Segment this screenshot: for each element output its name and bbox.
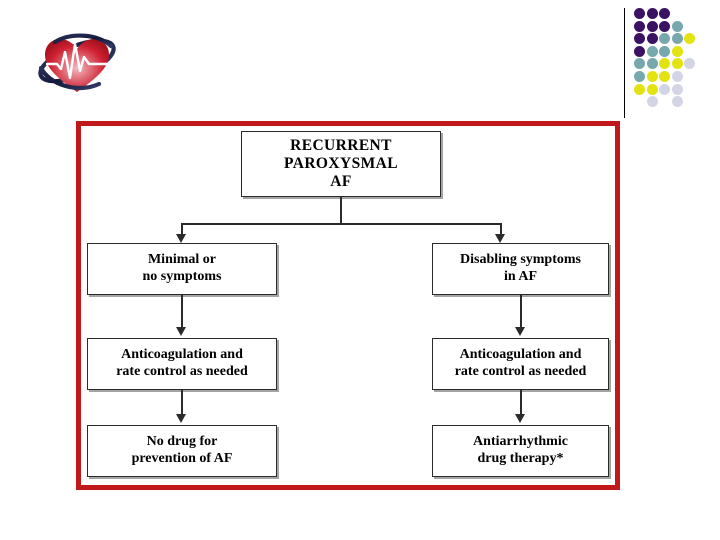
dot-lavender-r4-c4 xyxy=(684,58,696,70)
box-right-2-line2: rate control as needed xyxy=(454,364,587,379)
box-left-1-line2: no symptoms xyxy=(142,269,222,284)
dot-purple-r3-c0 xyxy=(634,45,645,57)
dot-teal-r2-c3 xyxy=(671,33,683,45)
dot-purple-r2-c1 xyxy=(646,33,658,45)
heart-shape xyxy=(45,39,109,92)
dot-teal-r1-c3 xyxy=(671,20,683,32)
dot-yellow-r3-c3 xyxy=(671,45,683,57)
box-root-line2: PAROXYSMAL xyxy=(284,154,398,172)
dot-matrix-decoration xyxy=(634,8,714,120)
arrowhead-to-right-2 xyxy=(515,327,525,336)
dot-lavender-r5-c3 xyxy=(671,71,683,82)
arrowhead-to-left-3 xyxy=(176,414,186,423)
arrowhead-to-right-3 xyxy=(515,414,525,423)
dot-teal-r3-c1 xyxy=(646,45,658,57)
heart-ecg-logo-svg xyxy=(38,33,116,92)
dot-lavender-r6-c2 xyxy=(659,83,671,95)
figure-red-frame: RECURRENT PAROXYSMAL AF Minimal or no sy… xyxy=(76,121,620,490)
box-left-2-line1: Anticoagulation and xyxy=(121,347,243,363)
dot-lavender-r7-c1 xyxy=(646,96,658,108)
box-right-3-line2: drug therapy* xyxy=(477,451,564,466)
connector-right-1-to-2 xyxy=(520,295,522,327)
dot-teal-r4-c1 xyxy=(646,58,658,70)
box-left-1-line1: Minimal or xyxy=(147,252,217,268)
connector-split-bar xyxy=(181,223,501,225)
dot-purple-r1-c1 xyxy=(646,20,658,32)
dot-purple-r0-c2 xyxy=(659,8,671,19)
box-right-3-line1: Antiarrhythmic xyxy=(473,434,568,450)
box-left-3-line2: prevention of AF xyxy=(131,451,233,466)
dot-teal-r2-c2 xyxy=(659,33,671,45)
dot-yellow-r2-c4 xyxy=(684,33,696,45)
dot-yellow-r4-c2 xyxy=(659,58,671,70)
dot-purple-r2-c0 xyxy=(634,33,645,45)
box-root-line3: AF xyxy=(330,173,352,191)
connector-right-2-to-3 xyxy=(520,390,522,414)
dot-lavender-r7-c3 xyxy=(671,96,683,108)
dot-yellow-r4-c3 xyxy=(671,58,683,70)
flowchart-box-left-1: Minimal or no symptoms xyxy=(87,243,277,295)
dot-yellow-r5-c2 xyxy=(659,71,671,82)
connector-drop-left xyxy=(181,223,183,235)
connector-root-stem xyxy=(340,197,342,224)
flowchart-box-left-2: Anticoagulation and rate control as need… xyxy=(87,338,277,390)
box-root-line1: RECURRENT xyxy=(290,136,392,154)
arrowhead-to-left-1 xyxy=(176,234,186,243)
box-right-1-line2: in AF xyxy=(503,269,538,284)
dot-purple-r0-c1 xyxy=(646,8,658,19)
dot-purple-r0-c0 xyxy=(634,8,645,19)
flowchart-box-left-3: No drug for prevention of AF xyxy=(87,425,277,477)
arrowhead-to-right-1 xyxy=(495,234,505,243)
dot-yellow-r5-c1 xyxy=(646,71,658,82)
orbital-ring-front xyxy=(38,33,114,90)
ecg-pulse-line xyxy=(45,42,109,80)
flowchart-box-right-3: Antiarrhythmic drug therapy* xyxy=(432,425,609,477)
box-right-2-line1: Anticoagulation and xyxy=(459,347,582,363)
connector-left-2-to-3 xyxy=(181,390,183,414)
dot-purple-r1-c2 xyxy=(659,20,671,32)
arrowhead-to-left-2 xyxy=(176,327,186,336)
dot-teal-r4-c0 xyxy=(634,58,645,70)
flowchart-box-right-2: Anticoagulation and rate control as need… xyxy=(432,338,609,390)
header-divider-line xyxy=(624,8,625,118)
dot-teal-r5-c0 xyxy=(634,71,645,82)
dot-purple-r1-c0 xyxy=(634,20,645,32)
flowchart-canvas: RECURRENT PAROXYSMAL AF Minimal or no sy… xyxy=(81,126,615,485)
flowchart-box-root: RECURRENT PAROXYSMAL AF xyxy=(241,131,441,197)
dot-yellow-r6-c0 xyxy=(634,83,645,95)
connector-drop-right xyxy=(500,223,502,235)
dot-yellow-r6-c1 xyxy=(646,83,658,95)
box-left-3-line1: No drug for xyxy=(146,434,218,450)
box-right-1-line1: Disabling symptoms xyxy=(460,252,581,268)
flowchart-box-right-1: Disabling symptoms in AF xyxy=(432,243,609,295)
dot-teal-r3-c2 xyxy=(659,45,671,57)
dot-lavender-r6-c3 xyxy=(671,83,683,95)
box-left-2-line2: rate control as needed xyxy=(116,364,248,379)
connector-left-1-to-2 xyxy=(181,295,183,327)
heart-ecg-logo xyxy=(33,22,121,100)
